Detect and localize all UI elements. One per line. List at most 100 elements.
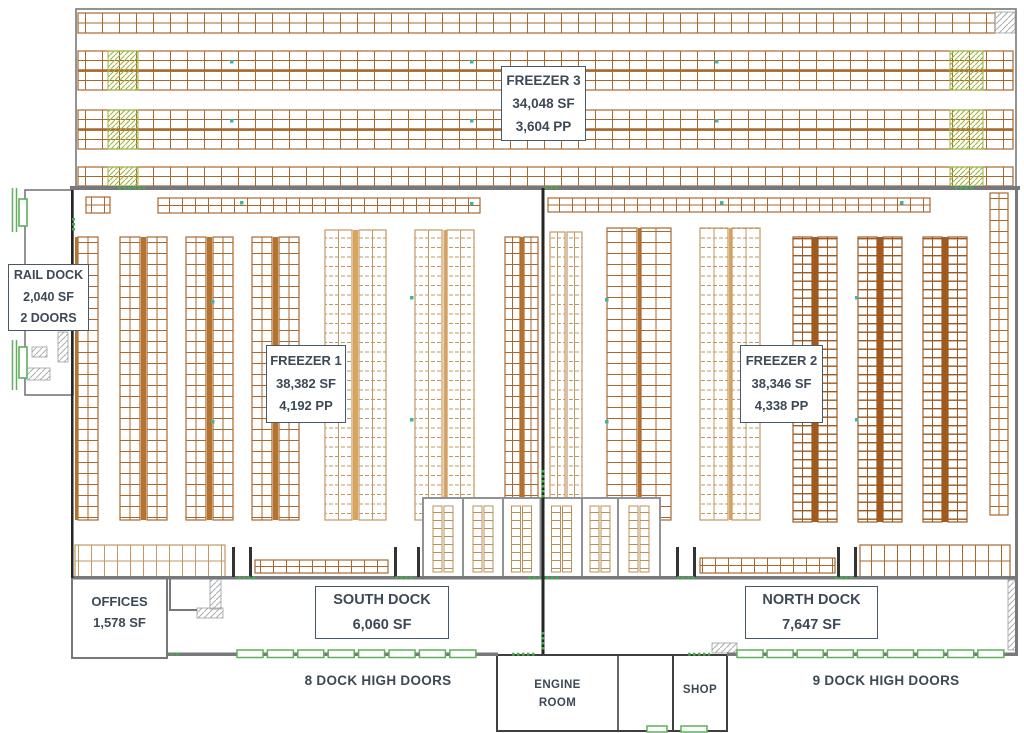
- green-hatch-block: [949, 50, 984, 91]
- hatched-pad: [1007, 579, 1017, 651]
- green-hatch-block: [949, 166, 984, 187]
- teal-marker: [470, 119, 474, 123]
- blast-rack: [628, 505, 639, 573]
- blast-rack: [562, 505, 572, 573]
- rack-center-stripe: [638, 228, 641, 520]
- rack-center-stripe: [520, 237, 524, 520]
- south-dock-door: [236, 649, 264, 659]
- door-post: [232, 547, 235, 577]
- freezer1-name: FREEZER 1: [270, 353, 342, 369]
- rack-center-stripe: [942, 237, 948, 522]
- hatched-pad: [31, 346, 48, 358]
- offices-sf: 1,578 SF: [93, 615, 146, 630]
- teal-marker: [855, 296, 859, 300]
- wall: [1015, 188, 1018, 654]
- teal-marker: [410, 296, 414, 300]
- south-dock-door: [449, 649, 477, 659]
- teal-marker: [470, 60, 474, 64]
- south-dock-door: [266, 649, 295, 659]
- blast-rack: [443, 505, 454, 573]
- teal-marker: [715, 119, 719, 123]
- teal-marker: [605, 420, 609, 424]
- north-dock-door: [886, 649, 915, 659]
- door-post: [693, 547, 696, 577]
- label-offices: OFFICES 1,578 SF: [72, 588, 167, 638]
- label-freezer-3: FREEZER 3 34,048 SF 3,604 PP: [501, 66, 586, 141]
- label-freezer-2: FREEZER 2 38,346 SF 4,338 PP: [740, 345, 823, 423]
- door-post: [394, 547, 397, 577]
- label-south-dock: SOUTH DOCK 6,060 SF: [315, 586, 449, 639]
- north-dock-door: [826, 649, 855, 659]
- rack-center-stripe: [75, 237, 79, 520]
- north-dock-name: NORTH DOCK: [762, 591, 861, 608]
- teal-marker: [715, 60, 719, 64]
- blast-rack: [589, 505, 600, 573]
- teal-marker: [240, 201, 244, 205]
- south-dock-door: [388, 649, 416, 659]
- rack-center-stripe: [207, 237, 212, 520]
- freezer2-name: FREEZER 2: [745, 353, 818, 369]
- teal-marker: [855, 418, 859, 422]
- wall-dark: [71, 190, 74, 578]
- south-dock-name: SOUTH DOCK: [333, 591, 431, 608]
- freezer1-pp: 4,192 PP: [279, 398, 333, 414]
- stair-wall: [169, 578, 197, 611]
- green-hatch-block: [107, 109, 139, 150]
- hatched-pad: [196, 607, 224, 619]
- north-dock-door: [946, 649, 975, 659]
- hatched-pad: [209, 578, 222, 610]
- blast-rack: [432, 505, 443, 573]
- south-dock-door: [327, 649, 355, 659]
- north-dock-door: [766, 649, 794, 659]
- freezer3-sf: 34,048 SF: [512, 95, 575, 111]
- engine-room: [496, 654, 674, 732]
- south-doors-text: 8 DOCK HIGH DOORS: [304, 673, 452, 689]
- hatched-pad: [994, 11, 1016, 34]
- south-dock-door: [418, 649, 447, 659]
- label-south-doors: 8 DOCK HIGH DOORS: [283, 671, 473, 691]
- label-shop: SHOP: [673, 680, 727, 700]
- rack-center-stripe: [877, 237, 883, 522]
- freezer1-sf: 38,382 SF: [276, 375, 336, 391]
- freezer3-pp: 3,604 PP: [515, 119, 572, 135]
- door-post: [837, 547, 840, 577]
- teal-marker: [720, 201, 724, 205]
- offices-room: [71, 576, 168, 659]
- teal-marker: [230, 60, 234, 64]
- rail-dock-doors: 2 DOORS: [20, 311, 77, 326]
- blast-rack: [522, 505, 532, 573]
- rack-center-stripe: [141, 237, 146, 520]
- door-post: [854, 547, 857, 577]
- hatched-pad: [26, 367, 51, 381]
- hatched-pad: [711, 642, 738, 654]
- blast-rack: [639, 505, 650, 573]
- green-hatch-block: [107, 166, 139, 187]
- teal-marker: [605, 298, 609, 302]
- north-doors-text: 9 DOCK HIGH DOORS: [812, 673, 960, 689]
- wall: [73, 576, 1018, 580]
- north-dock-sf: 7,647 SF: [782, 616, 841, 633]
- green-hatch-block: [949, 109, 984, 150]
- freezer2-pp: 4,338 PP: [754, 398, 809, 414]
- north-dock-door: [916, 649, 945, 659]
- door-post: [676, 547, 679, 577]
- blast-rack: [600, 505, 611, 573]
- rail-dock-sf: 2,040 SF: [23, 289, 74, 304]
- green-hatch-block: [107, 50, 139, 91]
- north-dock-door: [796, 649, 824, 659]
- shop-name: SHOP: [682, 683, 718, 696]
- south-dock-sf: 6,060 SF: [352, 616, 412, 633]
- rack-center-stripe: [353, 230, 358, 520]
- north-dock-door: [856, 649, 885, 659]
- label-engine-room: ENGINE ROOM: [497, 672, 618, 716]
- north-dock-door: [977, 649, 1005, 659]
- offices-name: OFFICES: [91, 594, 148, 610]
- rack-center-stripe: [443, 230, 447, 520]
- south-dock-door: [357, 649, 386, 659]
- engine-room-line2: ROOM: [538, 697, 577, 709]
- teal-marker: [230, 119, 234, 123]
- engine-room-line1: ENGINE: [534, 678, 581, 691]
- south-dock-door: [297, 649, 325, 659]
- blast-rack: [511, 505, 521, 573]
- blast-rack: [551, 505, 561, 573]
